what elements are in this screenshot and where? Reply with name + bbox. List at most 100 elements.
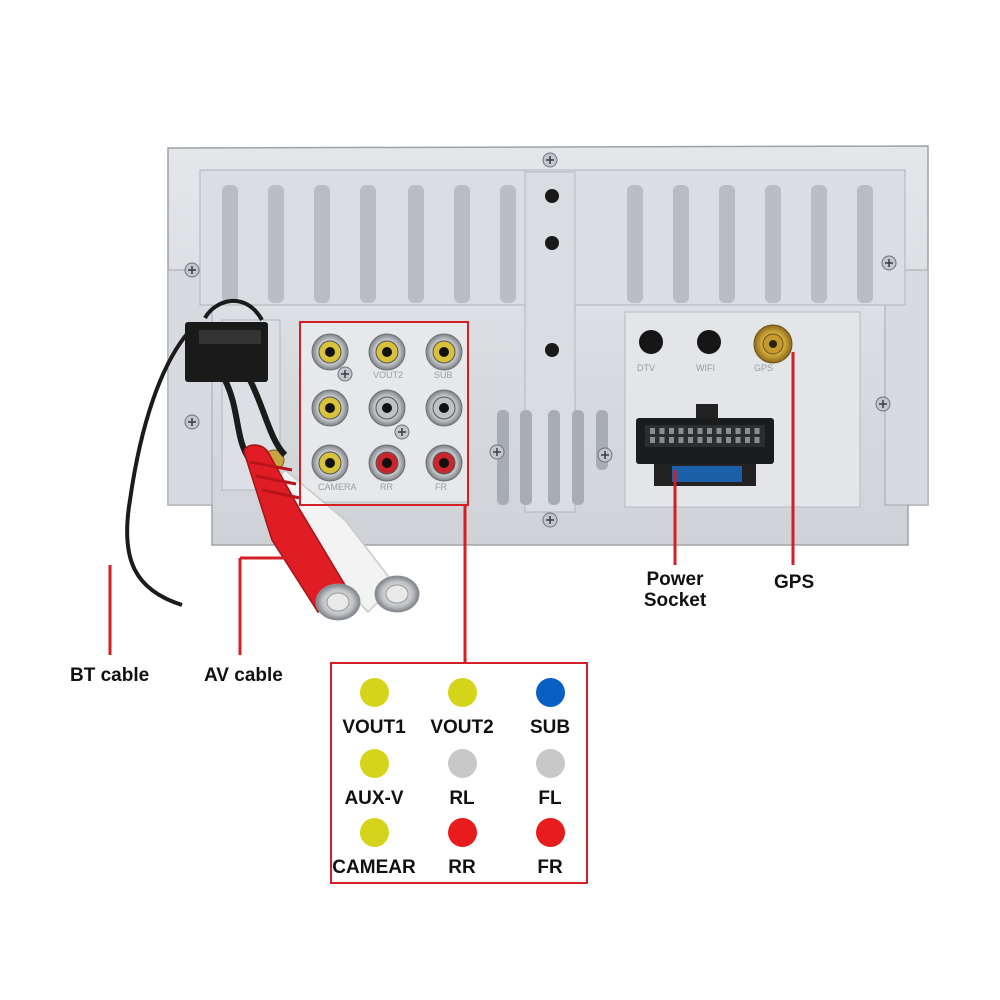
connector-pin: [745, 428, 750, 434]
connector-pin: [697, 437, 703, 443]
screw-icon: [489, 444, 505, 460]
legend-label-aux-v: AUX-V: [344, 788, 404, 809]
legend-dot-camear: [360, 818, 389, 847]
gps-label: GPS: [774, 572, 815, 593]
screw-icon: [184, 414, 200, 430]
legend-label-camear: CAMEAR: [332, 857, 416, 878]
rca-jacks: [311, 333, 463, 482]
color-legend: VOUT1 VOUT2 SUB AUX-V RL FL CAMEAR RR FR: [330, 662, 588, 884]
vent-slot: [857, 185, 873, 303]
connector-pin: [726, 437, 731, 443]
wifi-port: [697, 330, 721, 354]
connector-pin: [716, 437, 722, 443]
vent-slot: [360, 185, 376, 303]
screw-icon: [184, 262, 200, 278]
rca-jack: [311, 444, 349, 482]
connector-pin: [716, 428, 722, 434]
rca-jack: [368, 444, 406, 482]
legend-dot-fl: [536, 749, 565, 778]
marking-dtv: DTV: [637, 363, 655, 373]
legend-dot-rr: [448, 818, 477, 847]
bt-cable-label: BT cable: [70, 665, 150, 686]
rca-jack: [425, 444, 463, 482]
connector-pin: [678, 437, 684, 443]
av-cable: [243, 444, 420, 621]
connector-pin: [754, 428, 760, 434]
connector-pin: [650, 437, 655, 443]
connector-pin: [735, 437, 741, 443]
rca-jack: [311, 389, 349, 427]
connector-pin: [745, 437, 750, 443]
rca-jack: [368, 333, 406, 371]
vent-slot: [314, 185, 330, 303]
vent-slot: [408, 185, 424, 303]
marking-camera: CAMERA: [318, 482, 357, 492]
legend-dot-vout2: [448, 678, 477, 707]
vent-slot: [765, 185, 781, 303]
marking-wifi: WIFI: [696, 363, 715, 373]
rca-jack: [368, 389, 406, 427]
connector-pin: [726, 428, 731, 434]
vent-slot: [500, 185, 516, 303]
legend-label-vout2: VOUT2: [430, 717, 494, 738]
legend-label-vout1: VOUT1: [342, 717, 406, 738]
marking-gps: GPS: [754, 363, 773, 373]
rca-jack: [425, 333, 463, 371]
screw-icon: [881, 255, 897, 271]
power-socket: [636, 404, 774, 486]
rca-jack: [311, 333, 349, 371]
legend-label-sub: SUB: [529, 717, 571, 738]
connector-pin: [697, 428, 703, 434]
screw-icon: [597, 447, 613, 463]
vent-slot: [268, 185, 284, 303]
screw-icon: [337, 366, 353, 382]
marking-sub: SUB: [434, 370, 453, 380]
legend-label-rr: RR: [448, 857, 476, 878]
connector-pin: [688, 437, 693, 443]
vent-slot: [454, 185, 470, 303]
vent-slot: [627, 185, 643, 303]
connector-pin: [678, 428, 684, 434]
right-connector-panel: [624, 311, 861, 508]
connector-pin: [754, 437, 760, 443]
power-socket-label-line2: Socket: [643, 590, 707, 611]
vent-slot: [673, 185, 689, 303]
legend-label-rl: RL: [449, 788, 475, 809]
connector-pin: [735, 428, 741, 434]
legend-dot-aux-v: [360, 749, 389, 778]
lower-vents: [497, 410, 608, 505]
legend-dot-sub: [536, 678, 565, 707]
marking-vout2: VOUT2: [373, 370, 403, 380]
screw-icon: [542, 512, 558, 528]
bt-cable: [125, 299, 288, 607]
legend-dot-rl: [448, 749, 477, 778]
connector-pin: [650, 428, 655, 434]
connector-pin: [707, 437, 712, 443]
vent-slot: [811, 185, 827, 303]
connector-pin: [659, 428, 665, 434]
power-socket-label-line1: Power: [646, 569, 704, 590]
vent-slot: [719, 185, 735, 303]
marking-rr: RR: [380, 482, 393, 492]
legend-label-fl: FL: [538, 788, 562, 809]
av-cable-label: AV cable: [204, 665, 283, 686]
legend-dot-fr: [536, 818, 565, 847]
legend-label-fr: FR: [537, 857, 563, 878]
marking-fr: FR: [435, 482, 447, 492]
connector-pin: [688, 428, 693, 434]
connector-pin: [659, 437, 665, 443]
screw-icon: [394, 424, 410, 440]
vent-slot: [222, 185, 238, 303]
legend-dot-vout1: [360, 678, 389, 707]
rca-jack: [425, 389, 463, 427]
av-cable-callout-line: [238, 556, 290, 655]
dtv-port: [639, 330, 663, 354]
vent-slots: [222, 185, 873, 303]
connector-pin: [707, 428, 712, 434]
callout-lines: [108, 321, 795, 662]
screw-icon: [542, 152, 558, 168]
connector-pin: [669, 428, 674, 434]
screw-icon: [875, 396, 891, 412]
